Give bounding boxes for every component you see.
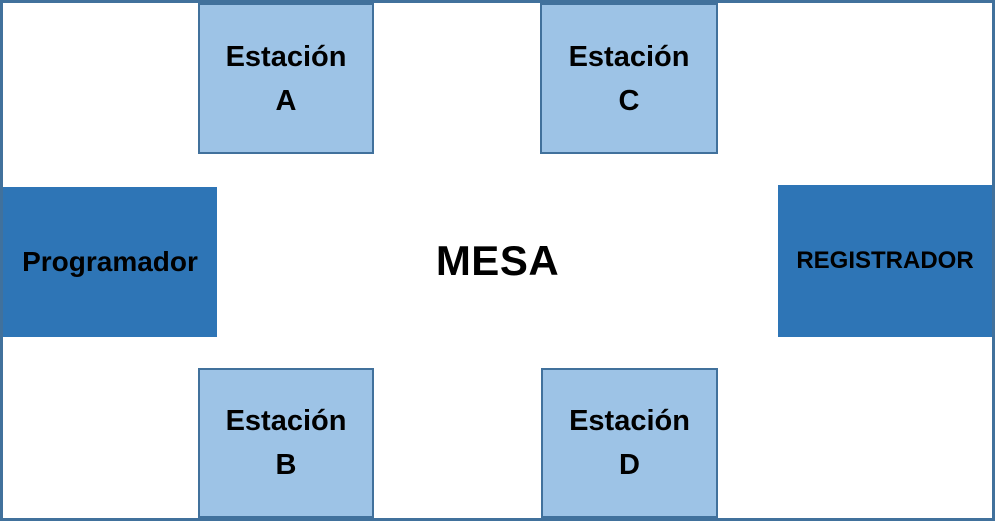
station-b-box: Estación B — [198, 368, 374, 518]
station-d-letter: D — [619, 449, 640, 481]
station-a-name: Estación — [225, 40, 347, 73]
station-c-box: Estación C — [540, 3, 718, 154]
station-b-letter: B — [275, 449, 297, 481]
programador-label: Programador — [22, 246, 198, 277]
station-c-letter: C — [618, 84, 640, 117]
station-d-name: Estación — [569, 405, 690, 437]
programador-box: Programador — [3, 187, 217, 337]
station-d-box: Estación D — [541, 368, 718, 518]
station-a-letter: A — [275, 84, 297, 117]
table-label: MESA — [435, 237, 560, 284]
registrador-box: REGISTRADOR — [778, 185, 992, 337]
registrador-label: REGISTRADOR — [796, 247, 974, 274]
station-a-box: Estación A — [198, 3, 374, 154]
station-c-name: Estación — [568, 40, 690, 73]
station-b-name: Estación — [225, 405, 347, 437]
